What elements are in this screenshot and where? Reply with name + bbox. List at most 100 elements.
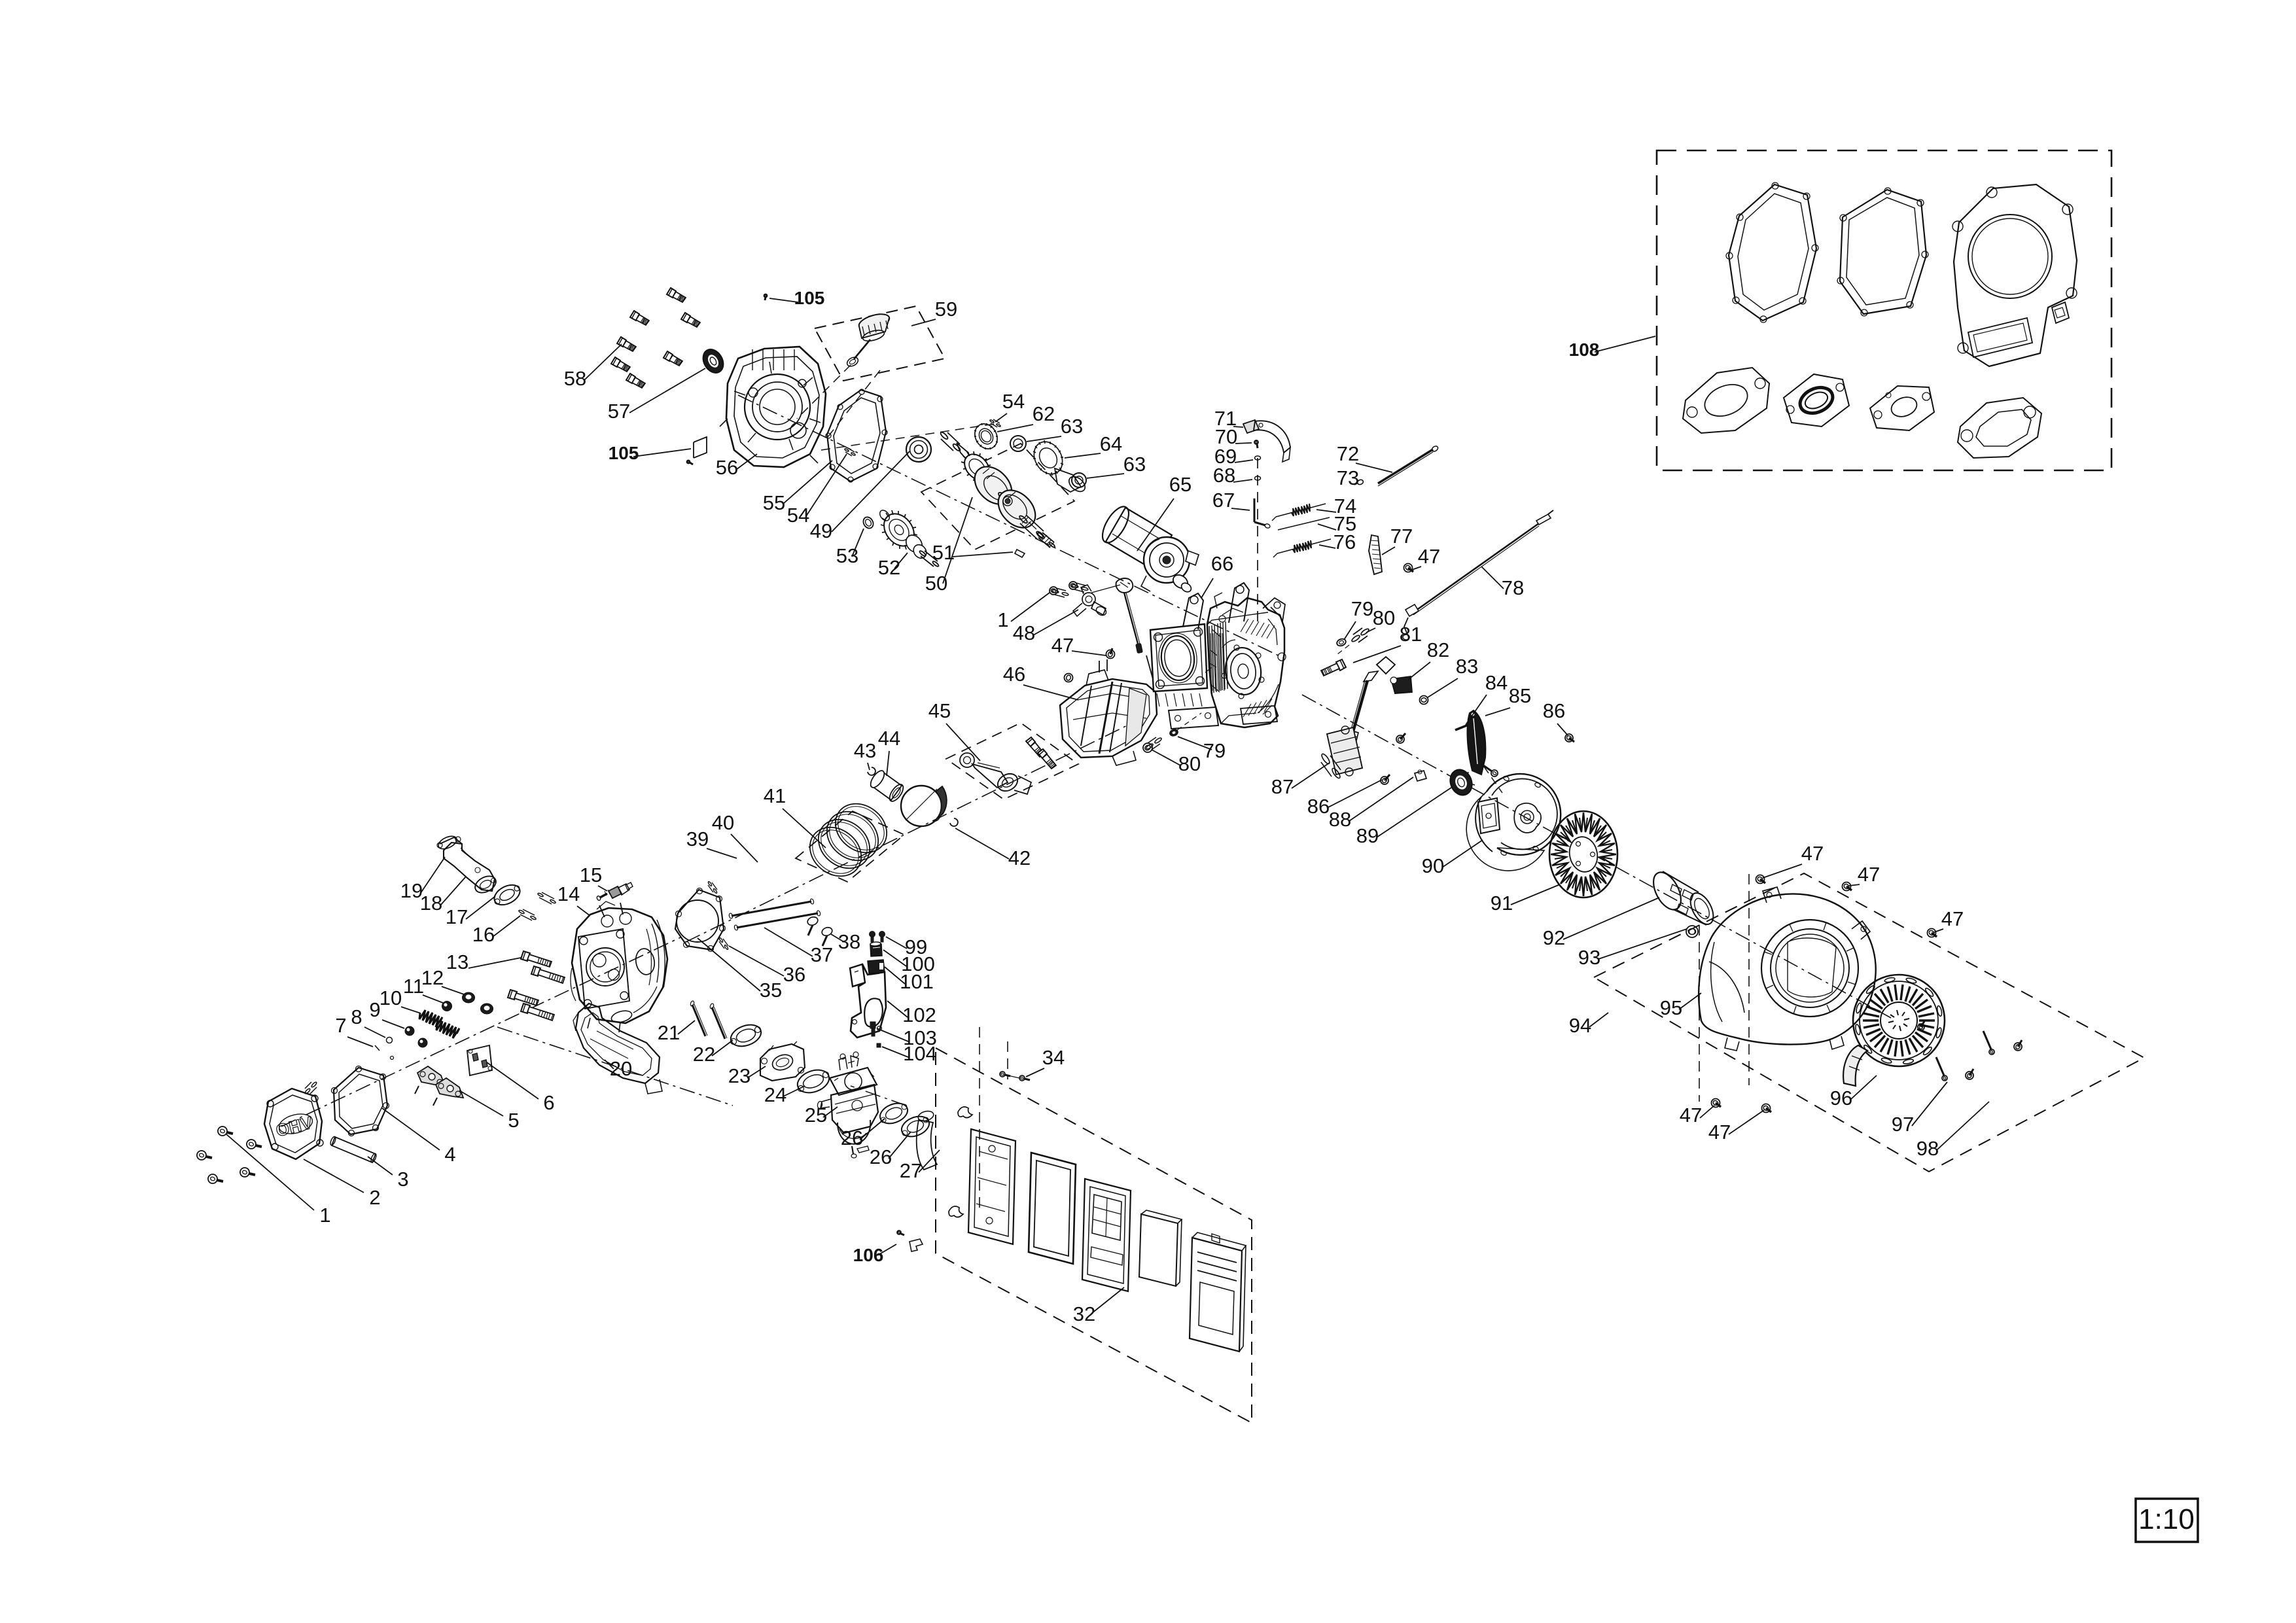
- svg-text:22: 22: [693, 1043, 715, 1066]
- svg-text:10: 10: [380, 986, 402, 1009]
- svg-text:37: 37: [811, 943, 833, 966]
- svg-text:79: 79: [1203, 739, 1226, 762]
- svg-text:47: 47: [1680, 1104, 1702, 1126]
- svg-text:12: 12: [421, 966, 444, 989]
- svg-text:16: 16: [472, 923, 495, 946]
- svg-text:26: 26: [870, 1145, 892, 1168]
- svg-text:81: 81: [1400, 623, 1422, 646]
- svg-text:47: 47: [1051, 634, 1074, 657]
- svg-text:65: 65: [1169, 473, 1192, 496]
- svg-text:13: 13: [446, 951, 468, 973]
- svg-text:5: 5: [508, 1109, 519, 1132]
- svg-text:92: 92: [1543, 926, 1565, 949]
- svg-text:56: 56: [716, 456, 738, 479]
- svg-text:71: 71: [1214, 407, 1237, 430]
- svg-text:21: 21: [658, 1021, 680, 1044]
- svg-text:51: 51: [932, 541, 955, 564]
- svg-text:9: 9: [369, 998, 380, 1021]
- svg-text:36: 36: [783, 963, 805, 986]
- svg-text:53: 53: [836, 544, 858, 567]
- svg-text:57: 57: [608, 400, 630, 423]
- svg-text:48: 48: [1013, 621, 1035, 644]
- svg-text:63: 63: [1061, 415, 1083, 438]
- svg-text:55: 55: [763, 491, 785, 514]
- svg-text:89: 89: [1356, 824, 1379, 847]
- svg-text:104: 104: [903, 1042, 937, 1065]
- svg-text:40: 40: [712, 811, 734, 834]
- svg-text:7: 7: [335, 1014, 346, 1037]
- svg-text:27: 27: [900, 1159, 922, 1182]
- svg-text:50: 50: [925, 572, 947, 595]
- svg-text:54: 54: [1002, 390, 1025, 413]
- svg-text:1:10: 1:10: [2138, 1503, 2195, 1535]
- svg-text:44: 44: [878, 727, 900, 750]
- svg-text:46: 46: [1003, 663, 1025, 686]
- svg-text:86: 86: [1543, 699, 1565, 722]
- svg-text:91: 91: [1491, 892, 1513, 915]
- svg-text:19: 19: [400, 879, 423, 902]
- svg-text:90: 90: [1422, 854, 1444, 877]
- svg-text:35: 35: [760, 979, 782, 1002]
- svg-text:23: 23: [728, 1064, 751, 1087]
- svg-text:68: 68: [1213, 464, 1235, 487]
- svg-text:47: 47: [1941, 907, 1964, 930]
- svg-text:101: 101: [900, 970, 934, 993]
- svg-text:47: 47: [1708, 1121, 1731, 1143]
- svg-text:45: 45: [928, 699, 951, 722]
- svg-text:72: 72: [1337, 442, 1359, 465]
- svg-text:83: 83: [1456, 655, 1478, 678]
- svg-text:95: 95: [1660, 996, 1682, 1019]
- svg-text:42: 42: [1008, 846, 1031, 869]
- svg-text:49: 49: [810, 519, 832, 542]
- svg-text:3: 3: [397, 1168, 408, 1191]
- svg-text:97: 97: [1892, 1113, 1914, 1136]
- svg-text:78: 78: [1502, 576, 1524, 599]
- svg-text:32: 32: [1073, 1302, 1095, 1325]
- svg-text:77: 77: [1390, 525, 1413, 548]
- svg-text:88: 88: [1329, 808, 1351, 831]
- svg-text:102: 102: [902, 1003, 936, 1026]
- svg-text:74: 74: [1334, 495, 1356, 517]
- svg-text:103: 103: [903, 1026, 937, 1049]
- svg-text:25: 25: [805, 1104, 827, 1126]
- svg-text:38: 38: [838, 930, 860, 953]
- svg-text:96: 96: [1830, 1087, 1852, 1109]
- svg-text:1: 1: [997, 608, 1008, 631]
- svg-text:52: 52: [878, 556, 900, 579]
- svg-text:54: 54: [787, 504, 809, 527]
- svg-text:47: 47: [1418, 545, 1440, 568]
- svg-text:94: 94: [1569, 1014, 1591, 1037]
- svg-text:99: 99: [905, 935, 927, 958]
- svg-text:80: 80: [1373, 606, 1395, 629]
- svg-text:6: 6: [543, 1091, 554, 1114]
- svg-text:41: 41: [764, 784, 786, 807]
- svg-text:47: 47: [1858, 863, 1880, 886]
- svg-text:58: 58: [564, 367, 586, 390]
- svg-text:14: 14: [557, 882, 580, 905]
- svg-text:76: 76: [1333, 531, 1356, 553]
- svg-text:70: 70: [1215, 425, 1237, 448]
- svg-text:43: 43: [854, 739, 876, 762]
- svg-text:86: 86: [1307, 795, 1330, 818]
- svg-text:67: 67: [1212, 489, 1235, 512]
- svg-text:47: 47: [1801, 842, 1824, 865]
- svg-text:105: 105: [609, 443, 639, 463]
- svg-text:24: 24: [764, 1083, 786, 1106]
- svg-text:75: 75: [1334, 512, 1356, 535]
- svg-text:66: 66: [1211, 552, 1233, 575]
- svg-text:64: 64: [1100, 432, 1122, 455]
- svg-text:8: 8: [351, 1005, 362, 1028]
- svg-text:100: 100: [901, 952, 935, 975]
- svg-text:15: 15: [580, 864, 602, 886]
- svg-text:98: 98: [1916, 1137, 1939, 1160]
- svg-text:17: 17: [446, 905, 468, 928]
- svg-text:18: 18: [420, 892, 442, 915]
- svg-text:2: 2: [369, 1186, 380, 1209]
- svg-text:39: 39: [686, 828, 709, 850]
- svg-text:11: 11: [403, 975, 424, 998]
- svg-text:1: 1: [319, 1204, 330, 1227]
- svg-text:85: 85: [1509, 684, 1531, 707]
- svg-text:69: 69: [1214, 445, 1237, 468]
- svg-text:108: 108: [1569, 340, 1600, 360]
- svg-text:87: 87: [1271, 775, 1294, 798]
